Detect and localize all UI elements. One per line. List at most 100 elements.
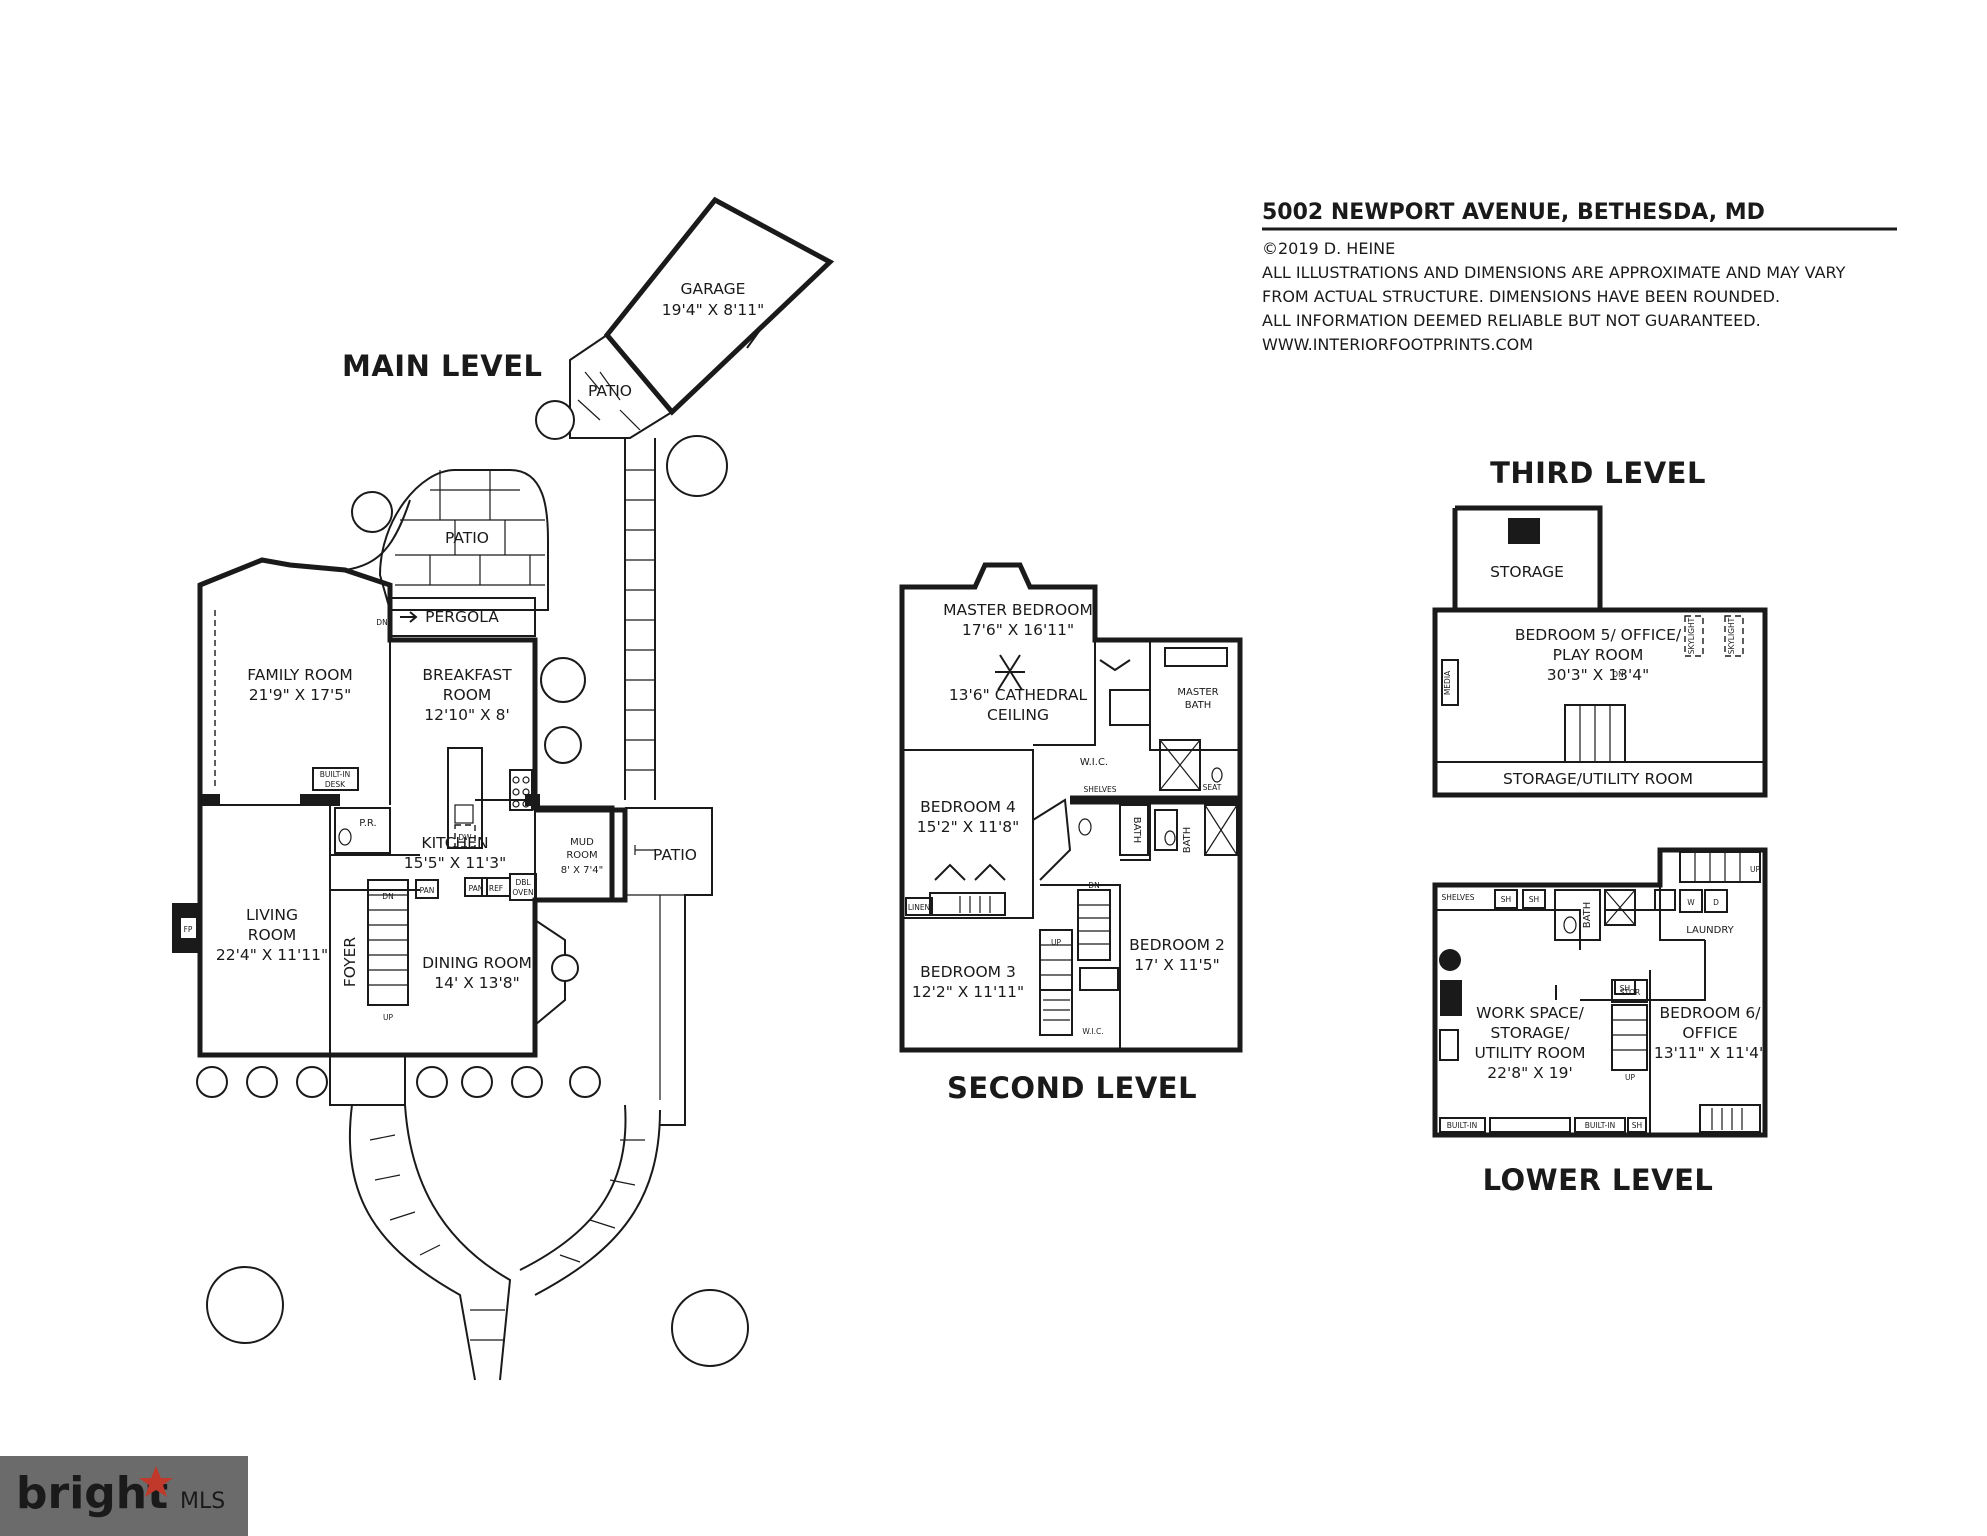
tree-icon [671,1289,749,1367]
lower-bath-label: BATH [1582,902,1593,929]
closet-rod [1043,999,1070,1021]
pantry-1 [415,879,439,899]
tree-icon [296,1066,328,1098]
side-patio-outline [625,807,713,1126]
stair-up-top-label: UP [1750,865,1760,874]
master-ceiling-label-1: 13'6" CATHEDRAL [949,686,1088,704]
mud-room-label-2: ROOM [566,850,597,861]
master-bedroom-label: MASTER BEDROOM [943,601,1093,619]
shelf-2 [1522,889,1546,909]
stair-up-label: UP [383,1013,393,1022]
dryer-label: D [1713,898,1719,907]
toilet-icon [1211,767,1223,783]
shelves-label: SHELVES [1083,785,1116,794]
sh-3-label: SH [1620,984,1630,993]
wic-second-level [1079,967,1119,991]
stair-treads [368,894,408,986]
skylight-1 [1684,615,1704,657]
skylight-1-label: SKYLIGHT [1687,617,1696,654]
storage-label: STORAGE [1490,563,1564,581]
tree-icon [246,1066,278,1098]
living-room-label-2: ROOM [248,926,297,944]
powder-room-label: P.R. [359,818,376,829]
counter [1489,1117,1571,1133]
bath-2-label: BATH [1182,827,1193,854]
living-room-label-1: LIVING [246,906,298,924]
wic-master-label: W.I.C. [1080,757,1108,768]
door-dn-label: DN [376,618,387,627]
disclaimer-line-3: ALL INFORMATION DEEMED RELIABLE BUT NOT … [1262,311,1761,330]
toilet-icon [1078,818,1092,836]
disclaimer-line-1: ALL ILLUSTRATIONS AND DIMENSIONS ARE APP… [1262,263,1846,282]
burner-icon [512,800,520,808]
bedroom-3-label: BEDROOM 3 [920,963,1016,981]
powder-room [334,807,391,854]
tree-icon [551,954,579,982]
built-in-desk-label-1: BUILT-IN [320,770,350,779]
shelf-1 [1494,889,1518,909]
built-in-2 [1574,1117,1626,1133]
stair-treads [1612,1019,1647,1051]
closet-door-master [1099,659,1131,672]
disclaimer-line-2: FROM ACTUAL STRUCTURE. DIMENSIONS HAVE B… [1262,287,1780,306]
side-patio: PATIO [625,807,713,1126]
closet-bedroom-4 [929,892,1006,916]
washer-label: W [1687,898,1695,907]
watermark-suffix: MLS [180,1489,225,1514]
tree-icon [461,1066,493,1098]
stair-treads [1694,852,1741,882]
arrow-icon [400,611,418,623]
pantry-2 [464,877,488,897]
tree-icon [511,1066,543,1098]
pergola: PERGOLA [389,597,536,637]
tree-icon [351,491,393,533]
bath-1-label: BATH [1131,817,1142,844]
master-vanity [1164,647,1228,667]
stair-treads [1078,904,1110,945]
third-storage-walls [1455,505,1603,610]
mud-room-walls [535,807,628,903]
tree-icon [544,726,582,764]
dining-room-dims: 14' X 13'8" [434,974,519,992]
fireplace-label: FP [184,925,193,934]
built-in-desk [312,767,359,791]
dbl-oven-label-2: OVEN [512,888,533,897]
second-stairs-down [1077,889,1111,961]
stair-treads [1040,944,1072,976]
second-level-exterior-walls [899,562,1243,1053]
living-room-dims: 22'4" X 11'11" [216,946,328,964]
media-cabinet [1441,659,1459,706]
copyright-text: ©2019 D. HEINE [1262,239,1395,258]
rear-patio-label: PATIO [445,529,489,547]
sh-2-label: SH [1529,895,1539,904]
lower-stair-up-label: UP [1625,1073,1635,1082]
sh-1-label: SH [1501,895,1511,904]
master-bath-label-1: MASTER [1177,687,1218,698]
door-icon [634,845,655,855]
media-label: MEDIA [1443,670,1452,695]
burner-icon [512,788,520,796]
front-walkway-left [348,1104,512,1381]
front-walkway-right [519,1104,661,1296]
closet-rod [959,896,991,913]
tree-icon [206,1266,284,1344]
bedroom-2-label: BEDROOM 2 [1129,936,1225,954]
stone-walkway [624,438,656,800]
foyer-label: FOYER [341,937,359,988]
double-oven [509,873,537,901]
rear-patio-outline [378,469,549,611]
linen-label: LINEN [908,903,930,912]
dbl-oven-label-1: DBL [515,878,531,887]
main-level-interior-walls [200,640,536,1055]
skylight-2 [1724,615,1744,657]
shower-icon [1204,804,1238,856]
shelf-4 [1627,1117,1647,1133]
burner-icon [512,776,520,784]
water-heater [1439,949,1461,971]
rear-patio-stones [395,470,545,586]
lower-shelves-label: SHELVES [1441,893,1474,902]
work-space-label-1: WORK SPACE/ [1476,1004,1585,1022]
chimney-block [1508,518,1540,544]
garage-label: GARAGE [681,280,746,298]
stair-dn-label: DN [382,892,393,901]
